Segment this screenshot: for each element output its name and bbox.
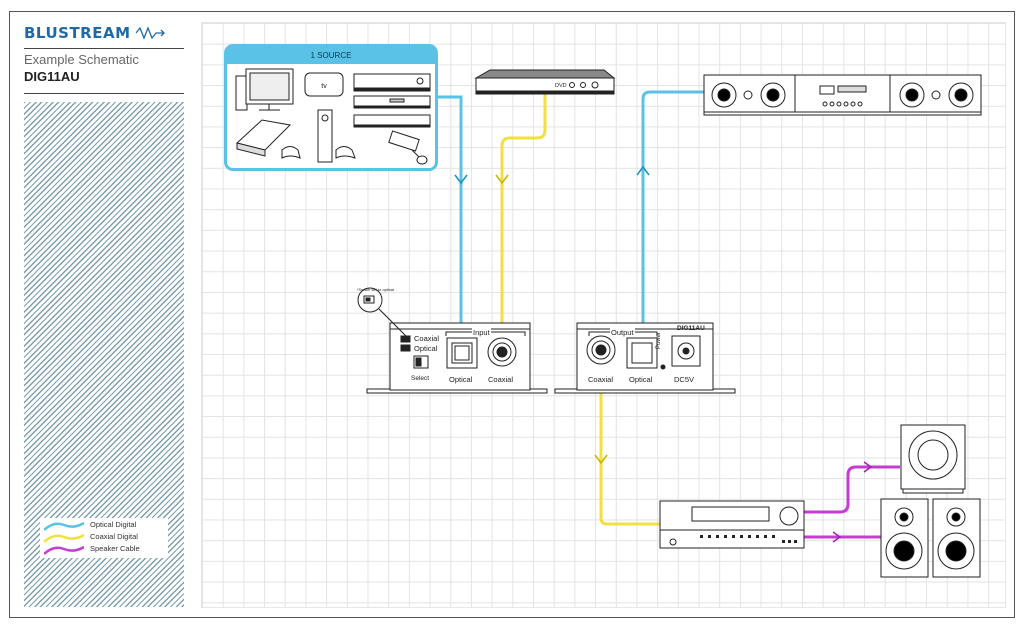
divider-bottom	[24, 93, 184, 94]
speaker-left	[880, 498, 929, 578]
optical-arrow-down-icon	[454, 174, 468, 185]
optical-cable-source	[438, 95, 463, 332]
apple-tv-icon: tv	[304, 72, 344, 97]
optical-out-label: Optical	[629, 375, 653, 384]
brand-logo: BLUSTREAM	[24, 24, 166, 42]
optical-switch-label: Optical	[414, 344, 438, 353]
coaxial-port-label: Coaxial	[488, 375, 514, 384]
speaker-cable-sub	[804, 465, 900, 514]
input-group-label: Input	[472, 328, 491, 337]
speaker-arrow-icon	[863, 461, 873, 473]
speaker-arrow-icon	[832, 531, 842, 543]
coaxial-swatch-icon	[44, 533, 84, 543]
select-label: Select	[411, 375, 430, 382]
sky-box-icon	[353, 114, 431, 128]
legend-item-optical: Optical Digital	[40, 520, 168, 531]
legend-label: Coaxial Digital	[90, 532, 138, 541]
brand-name: BLUSTREAM	[24, 24, 131, 42]
schematic-grid	[201, 22, 1006, 608]
pc-monitor-icon	[235, 68, 294, 111]
optical-arrow-up-icon	[636, 165, 650, 176]
legend-item-speaker: Speaker Cable	[40, 544, 168, 555]
coaxial-arrow-down-icon	[594, 454, 608, 465]
input-converter-unit	[366, 322, 548, 394]
dc-port-label: DC5V	[674, 375, 695, 384]
blu-ray-player-icon	[353, 95, 431, 109]
page-frame	[9, 11, 1015, 618]
speaker-right	[932, 498, 981, 578]
switch-note: *Switch set to optical	[357, 287, 394, 292]
dvd-label: DVD	[555, 83, 567, 89]
switch-zoom-callout	[357, 287, 411, 341]
hatched-panel: Optical Digital Coaxial Digital Speaker …	[24, 102, 184, 607]
output-converter-unit	[554, 322, 736, 394]
model-title: DIG11AU	[24, 69, 80, 84]
optical-port-label: Optical	[449, 375, 473, 384]
coaxial-switch-label: Coaxial	[414, 334, 440, 343]
dvd-player	[474, 69, 616, 95]
schematic-title: Example Schematic	[24, 52, 139, 67]
xbox-console-icon	[317, 109, 356, 163]
divider-top	[24, 48, 184, 49]
power-label: Power	[656, 331, 662, 349]
subwoofer	[900, 424, 966, 494]
cctv-camera-icon	[388, 130, 428, 165]
game-console-icon	[235, 119, 301, 159]
optical-swatch-icon	[44, 521, 84, 531]
coaxial-cable-receiver	[599, 365, 660, 526]
coaxial-cable-dvd	[500, 93, 547, 332]
av-receiver	[659, 500, 805, 549]
svg-text:tv: tv	[321, 83, 327, 90]
legend: Optical Digital Coaxial Digital Speaker …	[40, 518, 168, 558]
sidebar: BLUSTREAM Example Schematic DIG11AU Opti…	[24, 22, 186, 608]
coaxial-out-label: Coaxial	[588, 375, 614, 384]
set-top-box-icon	[353, 73, 431, 92]
speaker-swatch-icon	[44, 545, 84, 555]
legend-label: Speaker Cable	[90, 544, 140, 553]
source-box-title: 1 SOURCE	[227, 47, 435, 64]
coaxial-arrow-down-icon	[495, 174, 509, 185]
legend-label: Optical Digital	[90, 520, 137, 529]
wave-arrow-icon	[135, 26, 166, 40]
output-group-label: Output	[610, 328, 635, 337]
legend-item-coaxial: Coaxial Digital	[40, 532, 168, 543]
soundbar-device	[703, 74, 982, 116]
optical-cable-soundbar	[641, 90, 706, 333]
model-tag: DIG11AU	[677, 325, 705, 332]
